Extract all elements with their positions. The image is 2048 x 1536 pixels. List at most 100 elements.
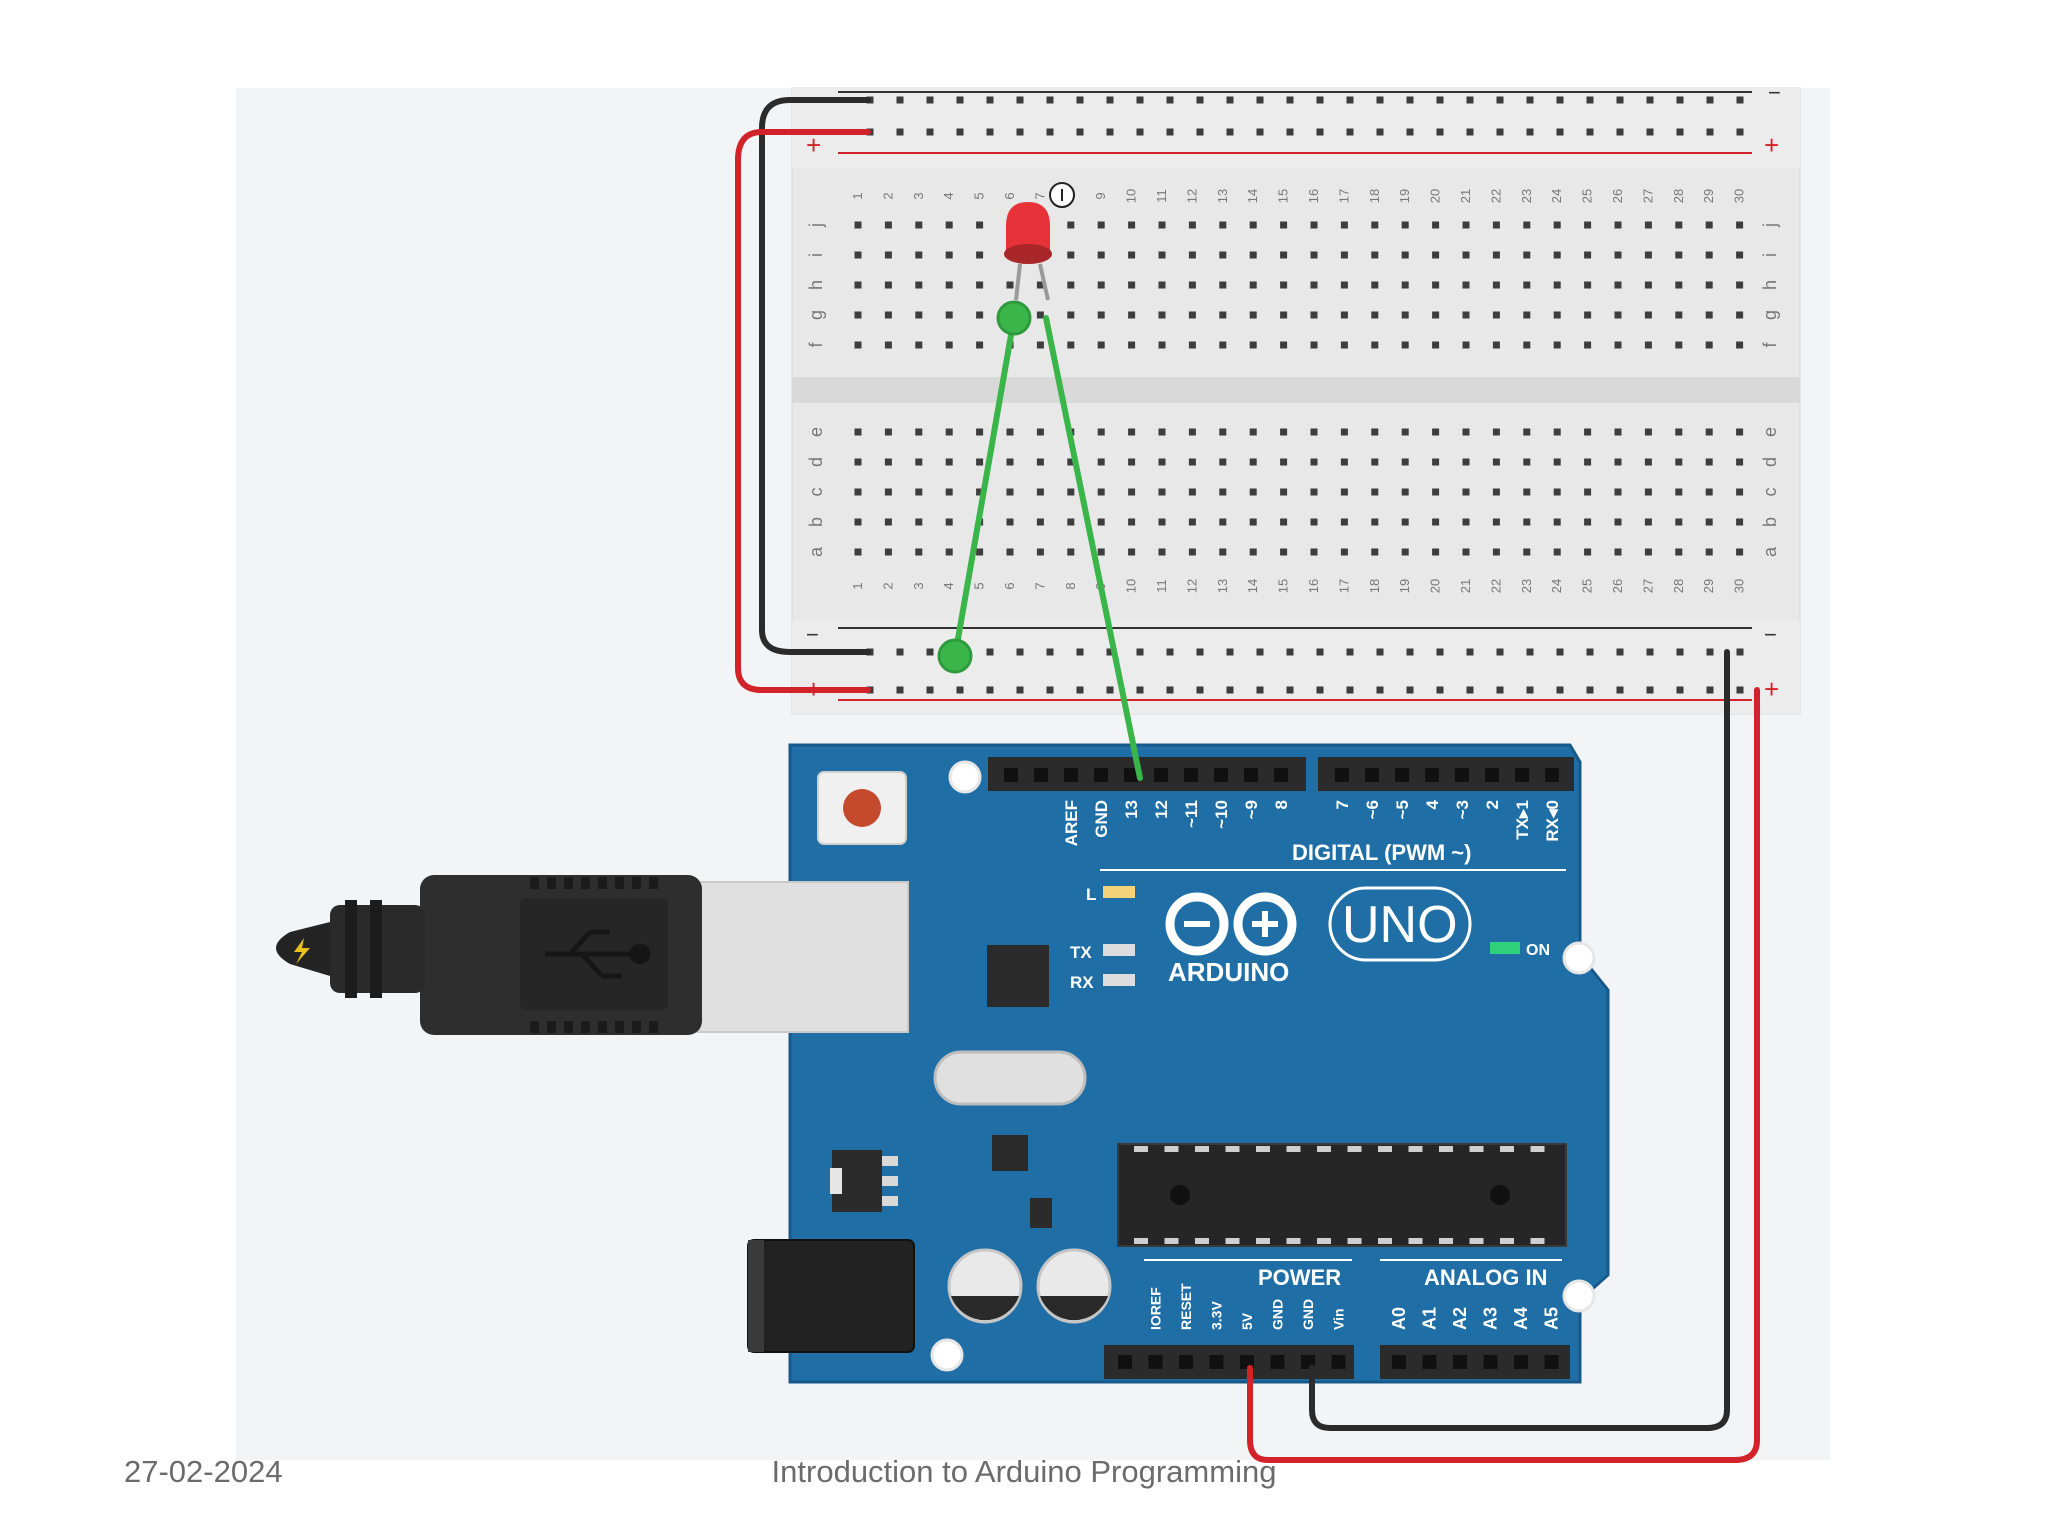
breadboard-hole[interactable] bbox=[1036, 281, 1044, 289]
breadboard-hole[interactable] bbox=[884, 221, 892, 229]
breadboard-hole[interactable] bbox=[1067, 341, 1075, 349]
breadboard-hole[interactable] bbox=[1371, 221, 1379, 229]
breadboard-hole[interactable] bbox=[1553, 488, 1561, 496]
rail-hole[interactable] bbox=[1016, 686, 1024, 694]
breadboard-hole[interactable] bbox=[854, 251, 862, 259]
breadboard-hole[interactable] bbox=[1644, 221, 1652, 229]
breadboard-hole[interactable] bbox=[1705, 458, 1713, 466]
rail-hole[interactable] bbox=[1106, 128, 1114, 136]
breadboard-hole[interactable] bbox=[1371, 548, 1379, 556]
rail-hole[interactable] bbox=[1526, 96, 1534, 104]
header-socket[interactable] bbox=[1392, 1355, 1406, 1369]
rail-hole[interactable] bbox=[1676, 128, 1684, 136]
usb-cable[interactable] bbox=[276, 875, 909, 1035]
breadboard-hole[interactable] bbox=[1067, 281, 1075, 289]
breadboard-hole[interactable] bbox=[1553, 221, 1561, 229]
breadboard-hole[interactable] bbox=[1340, 488, 1348, 496]
breadboard-hole[interactable] bbox=[1340, 341, 1348, 349]
breadboard-hole[interactable] bbox=[1523, 221, 1531, 229]
breadboard-hole[interactable] bbox=[1158, 281, 1166, 289]
breadboard-hole[interactable] bbox=[1584, 311, 1592, 319]
header-socket[interactable] bbox=[1004, 768, 1018, 782]
rail-hole[interactable] bbox=[1256, 128, 1264, 136]
header-socket[interactable] bbox=[1365, 768, 1379, 782]
rail-hole[interactable] bbox=[896, 96, 904, 104]
breadboard-hole[interactable] bbox=[1736, 281, 1744, 289]
breadboard-hole[interactable] bbox=[1432, 548, 1440, 556]
breadboard-hole[interactable] bbox=[1401, 428, 1409, 436]
breadboard-hole[interactable] bbox=[1584, 488, 1592, 496]
breadboard-hole[interactable] bbox=[1067, 548, 1075, 556]
red-led[interactable] bbox=[1004, 182, 1075, 301]
rail-hole[interactable] bbox=[1526, 128, 1534, 136]
rail-hole[interactable] bbox=[1196, 686, 1204, 694]
breadboard-hole[interactable] bbox=[945, 251, 953, 259]
breadboard-hole[interactable] bbox=[945, 458, 953, 466]
rail-hole[interactable] bbox=[1376, 128, 1384, 136]
rail-hole[interactable] bbox=[1166, 686, 1174, 694]
breadboard-hole[interactable] bbox=[976, 311, 984, 319]
breadboard-hole[interactable] bbox=[1006, 281, 1014, 289]
breadboard-hole[interactable] bbox=[1280, 281, 1288, 289]
breadboard-hole[interactable] bbox=[1644, 281, 1652, 289]
breadboard-hole[interactable] bbox=[1097, 428, 1105, 436]
rail-hole[interactable] bbox=[1406, 648, 1414, 656]
breadboard-hole[interactable] bbox=[1188, 458, 1196, 466]
rail-hole[interactable] bbox=[1166, 648, 1174, 656]
rail-hole[interactable] bbox=[1466, 686, 1474, 694]
breadboard-hole[interactable] bbox=[1249, 488, 1257, 496]
breadboard-hole[interactable] bbox=[1036, 548, 1044, 556]
breadboard-hole[interactable] bbox=[1128, 518, 1136, 526]
breadboard-hole[interactable] bbox=[1097, 341, 1105, 349]
breadboard-hole[interactable] bbox=[1006, 458, 1014, 466]
breadboard-hole[interactable] bbox=[1644, 311, 1652, 319]
breadboard-hole[interactable] bbox=[854, 281, 862, 289]
breadboard-hole[interactable] bbox=[1432, 251, 1440, 259]
breadboard-hole[interactable] bbox=[1036, 518, 1044, 526]
rail-hole[interactable] bbox=[1556, 96, 1564, 104]
header-socket[interactable] bbox=[1515, 768, 1529, 782]
breadboard-hole[interactable] bbox=[1462, 458, 1470, 466]
rail-hole[interactable] bbox=[1616, 648, 1624, 656]
breadboard-hole[interactable] bbox=[884, 458, 892, 466]
breadboard-hole[interactable] bbox=[1492, 488, 1500, 496]
rail-hole[interactable] bbox=[1256, 648, 1264, 656]
breadboard-hole[interactable] bbox=[1644, 548, 1652, 556]
breadboard-hole[interactable] bbox=[1310, 518, 1318, 526]
breadboard-hole[interactable] bbox=[1432, 311, 1440, 319]
rail-hole[interactable] bbox=[1106, 686, 1114, 694]
breadboard-hole[interactable] bbox=[1736, 341, 1744, 349]
breadboard-hole[interactable] bbox=[1705, 488, 1713, 496]
rail-hole[interactable] bbox=[1046, 128, 1054, 136]
breadboard-hole[interactable] bbox=[1128, 548, 1136, 556]
breadboard-hole[interactable] bbox=[1644, 488, 1652, 496]
rail-hole[interactable] bbox=[1586, 686, 1594, 694]
header-socket[interactable] bbox=[1184, 768, 1198, 782]
rail-hole[interactable] bbox=[1736, 686, 1744, 694]
breadboard-hole[interactable] bbox=[1280, 251, 1288, 259]
breadboard-hole[interactable] bbox=[1280, 548, 1288, 556]
breadboard-hole[interactable] bbox=[1432, 428, 1440, 436]
breadboard-hole[interactable] bbox=[1188, 518, 1196, 526]
breadboard-hole[interactable] bbox=[1310, 488, 1318, 496]
breadboard-hole[interactable] bbox=[1006, 548, 1014, 556]
rail-hole[interactable] bbox=[1436, 686, 1444, 694]
rail-hole[interactable] bbox=[1616, 96, 1624, 104]
breadboard-hole[interactable] bbox=[1462, 221, 1470, 229]
rail-hole[interactable] bbox=[926, 96, 934, 104]
breadboard-hole[interactable] bbox=[1675, 548, 1683, 556]
breadboard-hole[interactable] bbox=[1249, 281, 1257, 289]
power-jack[interactable] bbox=[747, 1239, 915, 1353]
breadboard-hole[interactable] bbox=[1371, 428, 1379, 436]
breadboard-hole[interactable] bbox=[1371, 311, 1379, 319]
rail-hole[interactable] bbox=[1586, 128, 1594, 136]
breadboard-hole[interactable] bbox=[1614, 311, 1622, 319]
breadboard-hole[interactable] bbox=[1614, 341, 1622, 349]
header-socket[interactable] bbox=[1274, 768, 1288, 782]
rail-hole[interactable] bbox=[1316, 128, 1324, 136]
rail-hole[interactable] bbox=[1436, 128, 1444, 136]
breadboard-hole[interactable] bbox=[1705, 518, 1713, 526]
rail-hole[interactable] bbox=[1076, 686, 1084, 694]
breadboard-hole[interactable] bbox=[1188, 281, 1196, 289]
breadboard-hole[interactable] bbox=[1462, 488, 1470, 496]
